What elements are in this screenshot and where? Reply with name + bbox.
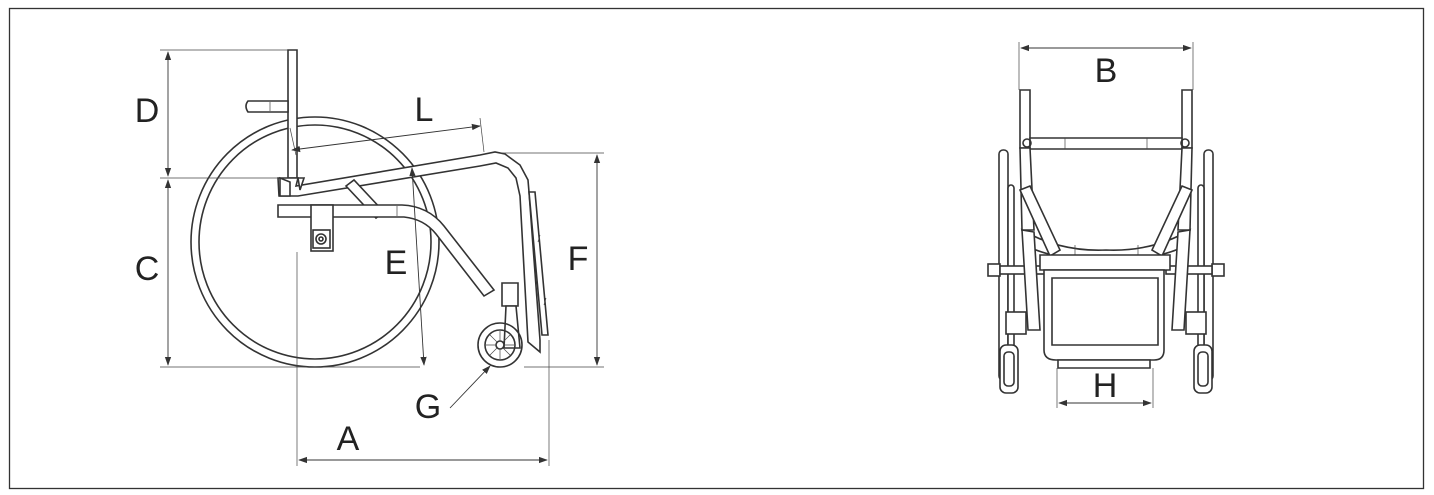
dimension-c: C [135,179,420,368]
label-l: L [415,91,434,129]
dimension-a: A [296,252,550,466]
label-c: C [135,250,160,288]
dimension-l: L [289,91,485,156]
label-f: F [568,240,589,278]
caster-wheel [477,282,523,368]
side-view: D C L E F [135,49,604,466]
outer-border [8,7,1425,490]
label-d: D [135,92,160,130]
label-a: A [337,420,360,458]
axle-plate [310,204,334,252]
label-e: E [385,244,408,282]
dimension-e: E [385,167,427,366]
dimension-h: H [1056,367,1154,408]
front-seat [1018,184,1194,262]
label-g: G [415,388,441,426]
backrest-post [245,49,298,179]
front-footrest [1021,229,1191,369]
dimension-d: D [135,49,288,179]
leader-g: G [415,365,491,426]
dimension-b: B [1018,42,1194,90]
label-b: B [1095,52,1118,90]
front-casters [999,311,1213,394]
seat-frame [277,151,549,354]
front-view: B H [987,42,1225,408]
front-backrest [1019,89,1193,231]
dimension-f: F [500,152,604,368]
label-h: H [1093,367,1118,405]
